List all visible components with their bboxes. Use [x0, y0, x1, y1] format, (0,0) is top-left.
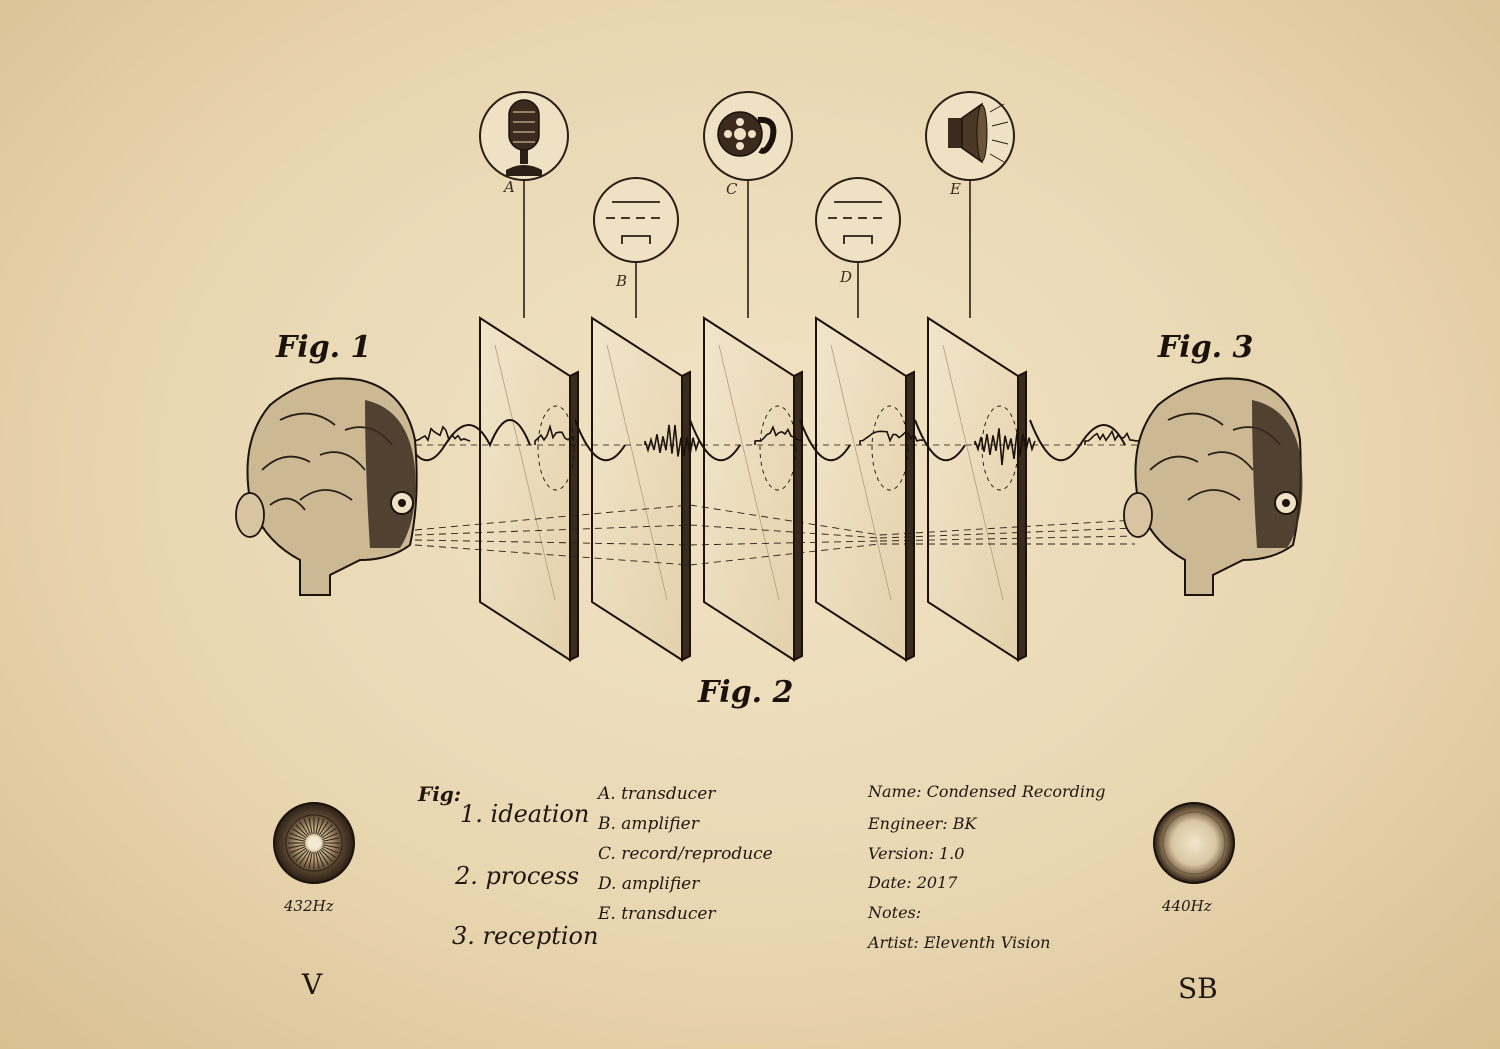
fig-2-label: Fig. 2: [698, 675, 794, 710]
meta-engineer: Engineer: BK: [868, 814, 977, 833]
signal-wave: [399, 405, 1140, 491]
device-label-b: B: [616, 272, 628, 290]
icon-circle-e: [925, 91, 1015, 318]
plate-d: [815, 316, 915, 662]
monogram-right: SB: [1178, 972, 1218, 1005]
icon-circle-b: [593, 177, 679, 318]
meta-name: Name: Condensed Recording: [868, 782, 1106, 801]
component-a: A. transducer: [598, 784, 716, 804]
meta-version: Version: 1.0: [868, 844, 965, 863]
glass-plates: [479, 316, 1027, 662]
plate-b: [591, 316, 691, 662]
meta-artist: Artist: Eleventh Vision: [868, 933, 1051, 952]
icon-circle-d: [815, 177, 901, 318]
speaker-icon: [948, 102, 1009, 164]
icon-circle-c: [703, 91, 793, 318]
stage-reception: 3. reception: [452, 922, 599, 950]
component-b: B. amplifier: [598, 814, 699, 834]
meta-date: Date: 2017: [868, 873, 958, 892]
component-c: C. record/reproduce: [598, 844, 773, 864]
device-label-c: C: [726, 180, 738, 198]
light-beams: [414, 504, 1136, 566]
device-label-a: A: [504, 178, 515, 196]
head-left: [235, 377, 418, 596]
icon-circle-a: [479, 91, 569, 318]
film-reel-icon: [717, 111, 777, 157]
device-label-e: E: [950, 180, 961, 198]
monogram-left: V: [302, 968, 323, 1001]
component-d: D. amplifier: [598, 874, 700, 894]
head-right: [1123, 377, 1303, 596]
frequency-right: 440Hz: [1162, 897, 1212, 915]
microphone-icon: [506, 99, 542, 176]
plate-a: [479, 316, 579, 662]
fig-3-label: Fig. 3: [1158, 330, 1254, 365]
meta-notes: Notes:: [868, 903, 922, 922]
lens-440-icon: [1153, 802, 1235, 884]
frequency-left: 432Hz: [284, 897, 334, 915]
lens-432-icon: [273, 802, 355, 884]
stage-process: 2. process: [455, 862, 580, 890]
device-label-d: D: [840, 268, 853, 286]
plate-e: [927, 316, 1027, 662]
plate-c: [703, 316, 803, 662]
vacuum-tube-icon: [828, 201, 888, 244]
legend-heading: Fig:: [418, 782, 462, 806]
fig-1-label: Fig. 1: [276, 330, 372, 365]
stage-ideation: 1. ideation: [460, 800, 590, 828]
component-e: E. transducer: [598, 904, 716, 924]
vacuum-tube-icon: [606, 201, 666, 244]
